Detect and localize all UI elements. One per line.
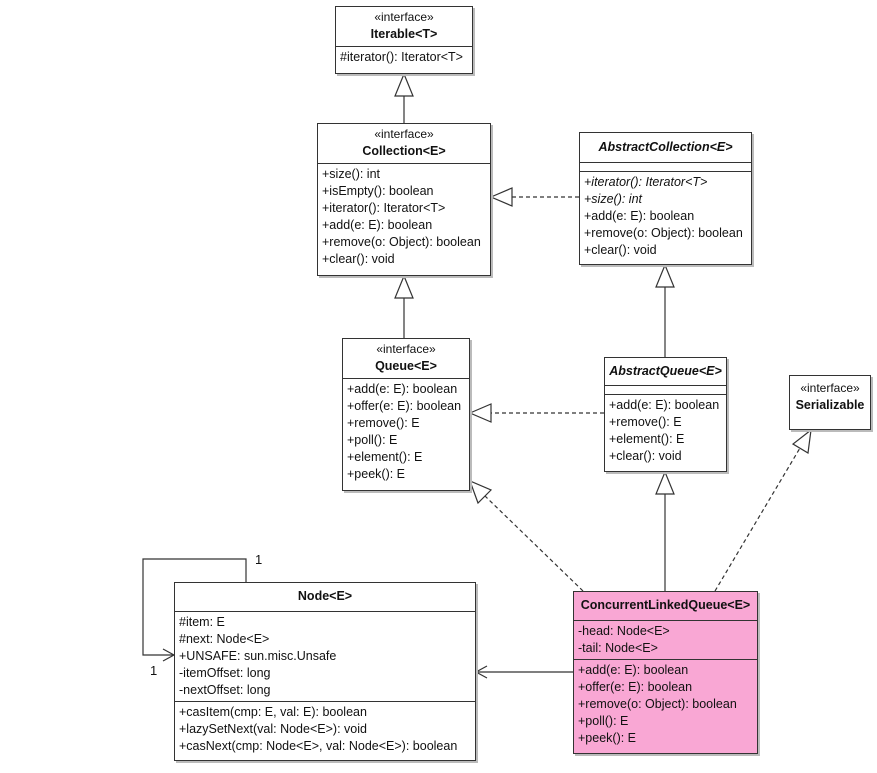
method-item: +size(): int bbox=[584, 192, 643, 206]
class-name: Node<E> bbox=[297, 589, 353, 603]
method-item: +peek(): E bbox=[347, 467, 406, 481]
method-item: +element(): E bbox=[347, 450, 423, 464]
methods-compartment: +add(e: E): boolean +offer(e: E): boolea… bbox=[343, 378, 469, 485]
multiplicity-self-top: 1 bbox=[255, 552, 263, 567]
class-iterable[interactable]: «interface» Iterable<T> #iterator(): Ite… bbox=[335, 6, 473, 74]
class-node[interactable]: Node<E> #item: E #next: Node<E> +UNSAFE:… bbox=[174, 582, 476, 761]
method-item: +add(e: E): boolean bbox=[609, 398, 720, 412]
arrowhead-queue bbox=[468, 403, 492, 423]
arrowhead-abstractcollection bbox=[655, 263, 675, 288]
method-item: +peek(): E bbox=[578, 731, 637, 745]
field-item: -head: Node<E> bbox=[578, 624, 670, 638]
method-item: +clear(): void bbox=[609, 449, 682, 463]
edge-clq-serializable bbox=[714, 447, 801, 592]
method-item: +remove(o: Object): boolean bbox=[578, 697, 737, 711]
method-item: +remove(): E bbox=[347, 416, 420, 430]
edge-clq-queue bbox=[484, 495, 584, 592]
method-item: +clear(): void bbox=[322, 252, 395, 266]
stereotype-label: «interface» bbox=[374, 10, 434, 24]
class-abstract-collection[interactable]: AbstractCollection<E> +iterator(): Itera… bbox=[579, 132, 752, 265]
class-name: Iterable<T> bbox=[370, 27, 438, 41]
method-item: +poll(): E bbox=[578, 714, 629, 728]
class-abstract-queue[interactable]: AbstractQueue<E> +add(e: E): boolean +re… bbox=[604, 357, 727, 472]
arrowhead-iterable bbox=[394, 72, 414, 97]
class-concurrent-linked-queue[interactable]: ConcurrentLinkedQueue<E> -head: Node<E> … bbox=[573, 591, 758, 754]
method-item: +add(e: E): boolean bbox=[584, 209, 695, 223]
attributes-compartment bbox=[605, 385, 726, 394]
methods-compartment: +size(): int +isEmpty(): boolean +iterat… bbox=[318, 163, 490, 270]
method-item: +remove(o: Object): boolean bbox=[584, 226, 743, 240]
method-item: +add(e: E): boolean bbox=[322, 218, 433, 232]
method-item: +add(e: E): boolean bbox=[578, 663, 689, 677]
method-item: +iterator(): Iterator<T> bbox=[584, 175, 708, 189]
methods-compartment: +add(e: E): boolean +remove(): E +elemen… bbox=[605, 394, 726, 467]
field-item: -nextOffset: long bbox=[179, 683, 271, 697]
edge-node-self bbox=[142, 558, 247, 656]
class-collection[interactable]: «interface» Collection<E> +size(): int +… bbox=[317, 123, 491, 276]
method-item: +size(): int bbox=[322, 167, 381, 181]
field-item: -itemOffset: long bbox=[179, 666, 271, 680]
class-name: AbstractCollection<E> bbox=[598, 140, 733, 154]
arrowhead-queue-from-clq bbox=[468, 479, 493, 505]
methods-compartment: #iterator(): Iterator<T> bbox=[336, 46, 472, 68]
stereotype-label: «interface» bbox=[800, 381, 860, 395]
arrowhead-collection bbox=[489, 187, 513, 207]
method-item: +casNext(cmp: Node<E>, val: Node<E>): bo… bbox=[179, 739, 458, 753]
class-name: Queue<E> bbox=[375, 359, 437, 373]
method-item: +element(): E bbox=[609, 432, 685, 446]
method-item: +casItem(cmp: E, val: E): boolean bbox=[179, 705, 367, 719]
class-name: Collection<E> bbox=[362, 144, 446, 158]
arrowhead-abstractqueue bbox=[655, 470, 675, 495]
methods-compartment: +casItem(cmp: E, val: E): boolean +lazyS… bbox=[175, 701, 475, 757]
arrowhead-node bbox=[474, 665, 488, 679]
arrowhead-collection-from-queue bbox=[394, 274, 414, 299]
stereotype-label: «interface» bbox=[376, 342, 436, 356]
field-item: #next: Node<E> bbox=[179, 632, 270, 646]
field-item: #item: E bbox=[179, 615, 225, 629]
method-item: +add(e: E): boolean bbox=[347, 382, 458, 396]
method-item: +lazySetNext(val: Node<E>): void bbox=[179, 722, 367, 736]
class-name: Serializable bbox=[795, 398, 865, 412]
stereotype-label: «interface» bbox=[374, 127, 434, 141]
methods-compartment: +add(e: E): boolean +offer(e: E): boolea… bbox=[574, 659, 757, 749]
multiplicity-self-bottom: 1 bbox=[150, 663, 158, 678]
method-item: +remove(o: Object): boolean bbox=[322, 235, 481, 249]
method-item: #iterator(): Iterator<T> bbox=[340, 50, 463, 64]
method-item: +offer(e: E): boolean bbox=[578, 680, 693, 694]
class-name: AbstractQueue<E> bbox=[609, 364, 722, 378]
class-name: ConcurrentLinkedQueue<E> bbox=[580, 598, 751, 612]
method-item: +clear(): void bbox=[584, 243, 657, 257]
attributes-compartment bbox=[580, 162, 751, 171]
field-item: +UNSAFE: sun.misc.Unsafe bbox=[179, 649, 337, 663]
method-item: +remove(): E bbox=[609, 415, 682, 429]
method-item: +isEmpty(): boolean bbox=[322, 184, 434, 198]
class-serializable[interactable]: «interface» Serializable bbox=[789, 375, 871, 430]
method-item: +offer(e: E): boolean bbox=[347, 399, 462, 413]
methods-compartment: +iterator(): Iterator<T> +size(): int +a… bbox=[580, 171, 751, 261]
field-item: -tail: Node<E> bbox=[578, 641, 658, 655]
method-item: +poll(): E bbox=[347, 433, 398, 447]
arrowhead-serializable bbox=[791, 428, 812, 454]
method-item: +iterator(): Iterator<T> bbox=[322, 201, 446, 215]
attributes-compartment: -head: Node<E> -tail: Node<E> bbox=[574, 620, 757, 659]
attributes-compartment: #item: E #next: Node<E> +UNSAFE: sun.mis… bbox=[175, 611, 475, 701]
class-queue[interactable]: «interface» Queue<E> +add(e: E): boolean… bbox=[342, 338, 470, 491]
